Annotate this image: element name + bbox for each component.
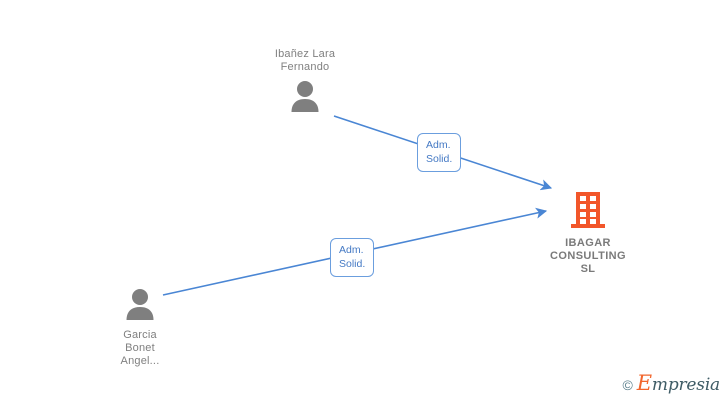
node-label-company-ibagar: IBAGAR CONSULTING SL [550,237,626,275]
node-person-ibanez-lara-fernando[interactable]: Ibañez Lara Fernando [235,48,375,117]
person-icon [122,288,158,325]
brand-logo-text: Empresia [637,373,720,395]
node-label-person-ibanez: Ibañez Lara Fernando [274,48,336,73]
person-icon [287,80,323,117]
edge-label-adm-solid-garcia[interactable]: Adm. Solid. [330,238,375,277]
building-icon [571,192,605,233]
node-person-garcia-bonet-angel[interactable]: Garcia Bonet Angel... [70,288,210,368]
node-label-person-garcia: Garcia Bonet Angel... [120,329,160,367]
edge-label-adm-solid-ibanez[interactable]: Adm. Solid. [417,133,462,172]
brand-initial: E [636,371,652,395]
copyright-icon: © [622,377,633,393]
empresia-watermark: © Empresia [622,373,720,395]
brand-rest: mpresia [651,375,720,395]
node-company-ibagar-consulting-sl[interactable]: IBAGAR CONSULTING SL [518,192,658,276]
